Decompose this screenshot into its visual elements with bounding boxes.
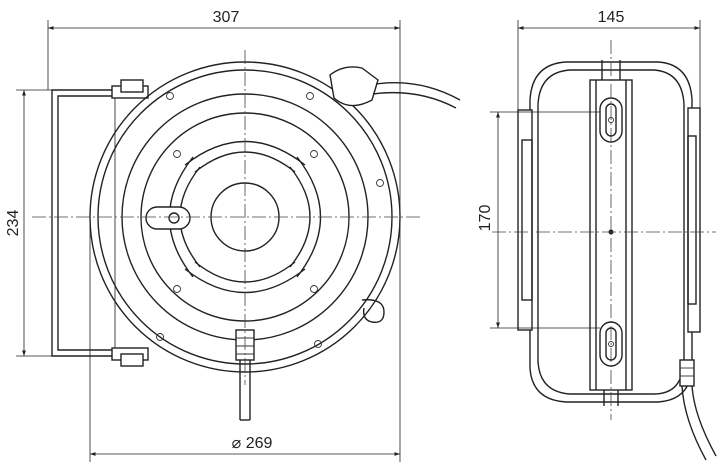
right-flange — [687, 107, 701, 333]
dim-front-width-label: 307 — [213, 9, 240, 26]
side-view — [492, 40, 717, 461]
dim-diameter: ⌀ 269 — [89, 217, 401, 462]
dim-front-height-label: 234 — [5, 210, 22, 237]
dim-diameter-label: ⌀ 269 — [232, 435, 273, 452]
side-cable — [679, 359, 717, 461]
left-flange — [517, 109, 533, 331]
dim-side-width-label: 145 — [598, 9, 625, 26]
dim-side-height-label: 170 — [477, 205, 494, 232]
screws — [156, 92, 384, 348]
dim-side-width: 145 — [517, 9, 701, 110]
label-plate — [145, 206, 191, 230]
dim-front-height: 234 — [5, 89, 52, 357]
dim-front-width: 307 — [47, 9, 401, 217]
hanging-lug — [361, 299, 385, 323]
power-cable — [329, 66, 461, 109]
side-housing-inner — [537, 69, 685, 395]
front-view — [32, 50, 461, 421]
mounting-bracket — [51, 79, 149, 367]
dim-side-height: 170 — [477, 111, 600, 329]
side-housing-outer — [529, 61, 693, 403]
